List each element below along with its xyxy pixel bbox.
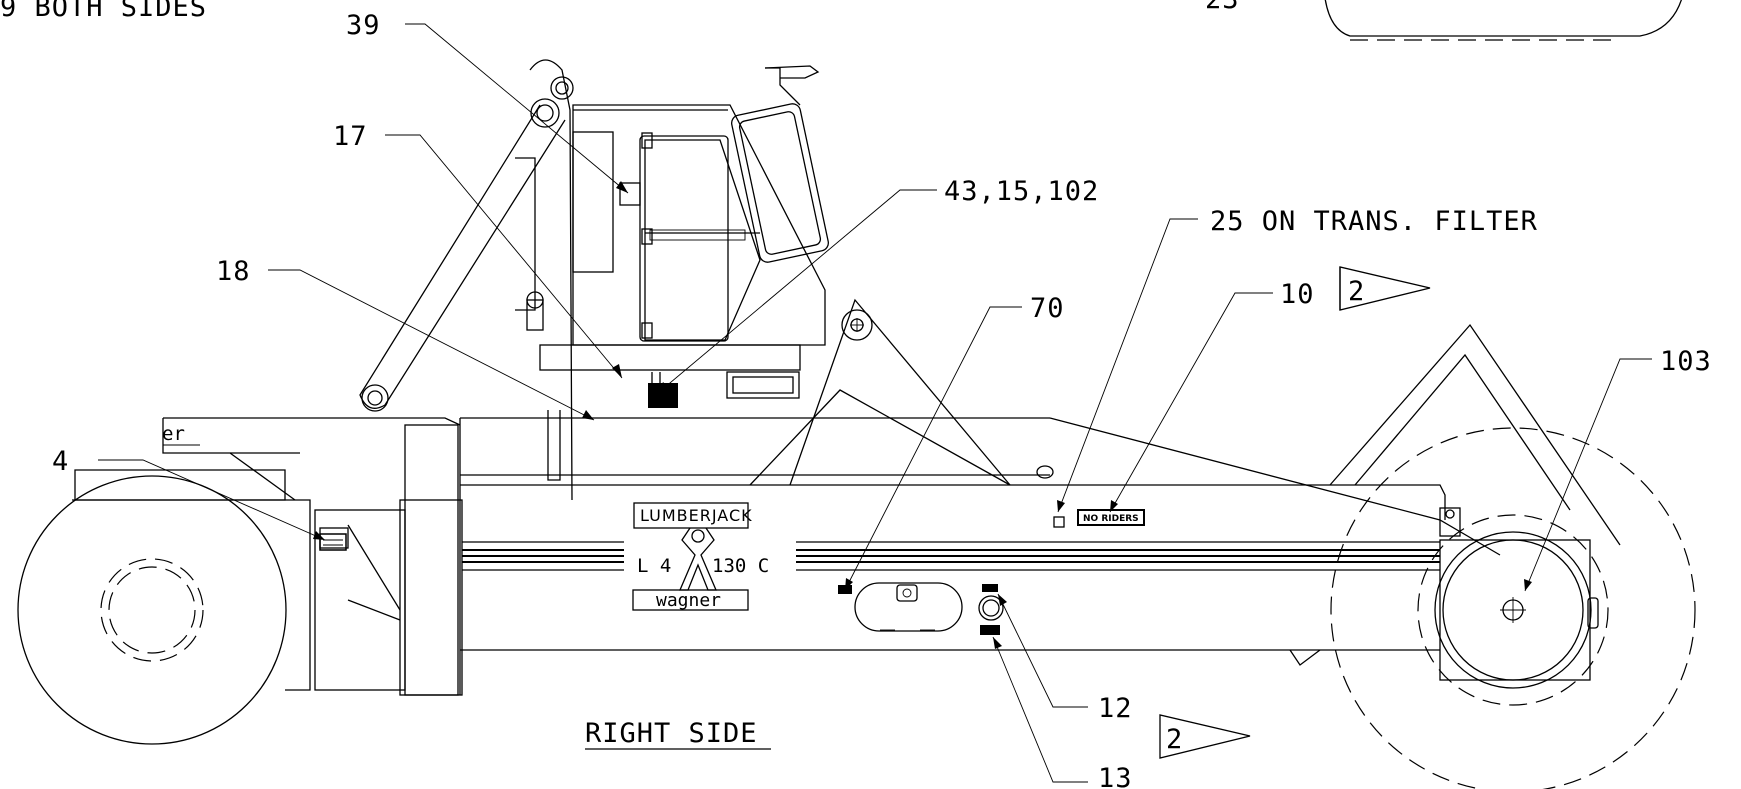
callout-18: 18	[216, 256, 251, 287]
rear-wheel	[1289, 427, 1696, 789]
revision-flag-bottom-text: 2	[1166, 724, 1183, 755]
model-left-text: L 4	[637, 555, 671, 577]
lift-arm	[359, 59, 574, 501]
callout-43-15-102: 43,15,102	[944, 176, 1099, 207]
callout-23: 23	[1205, 0, 1240, 15]
boom-decal-fragment: er	[162, 423, 185, 445]
decal-12	[982, 584, 998, 592]
side-tank	[838, 582, 1004, 635]
decal-25-square	[1053, 516, 1065, 528]
callout-17: 17	[333, 121, 368, 152]
operator-cab	[526, 65, 829, 408]
revision-flag-10-text: 2	[1348, 276, 1365, 307]
top-right-component-outline	[1324, 0, 1682, 37]
callout-103: 103	[1660, 346, 1712, 377]
no-riders-decal: NO RIDERS	[1083, 514, 1139, 524]
main-chassis	[459, 417, 1501, 695]
rear-a-frame	[749, 298, 1621, 546]
callout-12: 12	[1098, 693, 1133, 724]
callout-25-trans-filter: 25 ON TRANS. FILTER	[1210, 206, 1538, 237]
decal-13	[980, 625, 1000, 635]
callout-39: 39	[346, 10, 381, 41]
revision-flag-bottom: 2	[1159, 714, 1251, 759]
both-sides-note: 9 BOTH SIDES	[0, 0, 207, 23]
maker-text: wagner	[656, 590, 721, 611]
front-warning-decal	[319, 533, 347, 551]
front-grapple-frame	[314, 424, 463, 696]
callout-70: 70	[1030, 293, 1065, 324]
leader-arrowheads	[313, 181, 1532, 649]
callout-10: 10	[1280, 279, 1315, 310]
brand-text: LUMBERJACK	[640, 506, 753, 525]
lumberjack-emblem: LUMBERJACK L 4 130 C wagner	[632, 502, 769, 611]
front-wheel	[17, 469, 311, 745]
upper-boom: er	[162, 417, 461, 501]
view-title: RIGHT SIDE	[585, 718, 758, 749]
model-right-text: 130 C	[712, 555, 769, 577]
callout-4: 4	[52, 446, 69, 477]
leader-lines	[98, 23, 1652, 783]
revision-flag-10: 2	[1339, 266, 1431, 311]
callout-13: 13	[1098, 763, 1133, 789]
